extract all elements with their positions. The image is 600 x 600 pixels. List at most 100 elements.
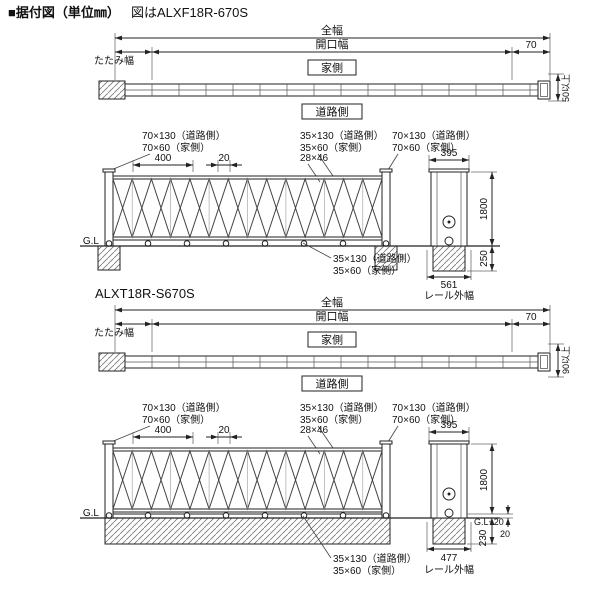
road-side-tag-1: 道路側 bbox=[301, 103, 363, 120]
dim-gap-1: 20 bbox=[206, 153, 242, 172]
footing-depth-label-1: 250 bbox=[479, 250, 490, 267]
elev1-callout-right: 70×130（道路側） 70×60（家側） bbox=[387, 129, 476, 171]
gap-label-2: 20 bbox=[218, 425, 230, 436]
dim-overall-width-2: 全幅 bbox=[115, 295, 550, 313]
ground-label-1: G.L bbox=[83, 236, 100, 247]
dim-rail-outer-1: 561 レール外幅 bbox=[424, 250, 474, 302]
rail-outer-width-label-2: 477 bbox=[441, 553, 458, 564]
end-post-width-label-2: 70 bbox=[525, 312, 537, 323]
page-title: ■据付図（単位㎜） bbox=[8, 5, 120, 20]
height-label-1: 1800 bbox=[479, 197, 490, 220]
section1-elevation: 70×130（道路側） 70×60（家側） 35×130（道路側） 35×60（… bbox=[80, 129, 500, 302]
rail-trench-2 bbox=[104, 517, 391, 545]
road-side-tag-2: 道路側 bbox=[301, 375, 363, 392]
road-side-label-2: 道路側 bbox=[316, 377, 349, 391]
clearance-label-1: 50以上 bbox=[561, 74, 571, 102]
elev2-side-view: 395 1800 G.L+20 20 230 bbox=[424, 420, 513, 576]
dim-end-post-width-1: 70 bbox=[512, 40, 550, 55]
post-section-road-label-2R: 70×130（道路側） bbox=[392, 401, 476, 414]
dim-side-post-width-1: 395 bbox=[428, 148, 470, 169]
post-section-house-label-2R: 70×60（家側） bbox=[392, 413, 460, 426]
side-foundation-2 bbox=[432, 517, 466, 545]
dim-footing-depth-2: 230 bbox=[467, 518, 497, 546]
dim-side-post-width-2: 395 bbox=[428, 420, 470, 441]
overall-width-label-2: 全幅 bbox=[321, 295, 343, 309]
section2-plan-view: 全幅 開口幅 70 たたみ幅 家側 道路側 90以上 bbox=[94, 295, 571, 392]
dim-pitch-2: 400 bbox=[132, 425, 194, 444]
ground-label-2: G.L bbox=[83, 508, 100, 519]
rail-height-label-2: 20 bbox=[500, 529, 510, 539]
section1-plan-view: 全幅 開口幅 70 たたみ幅 家側 道路側 50以上 bbox=[94, 23, 571, 120]
rail-level-label-2: G.L+20 bbox=[474, 517, 504, 527]
rail-outer-caption-1: レール外幅 bbox=[424, 289, 474, 302]
post-section-road-label-1L: 70×130（道路側） bbox=[142, 129, 226, 142]
side-post-width-label-2: 395 bbox=[441, 420, 458, 431]
dim-opening-width-2: 開口幅 bbox=[152, 310, 512, 327]
crosspiece-label-1: 28×46 bbox=[300, 153, 329, 164]
house-side-tag-2: 家側 bbox=[307, 331, 357, 348]
post-section-road-label-2L: 70×130（道路側） bbox=[142, 401, 226, 414]
post-section-road-label-1R: 70×130（道路側） bbox=[392, 129, 476, 142]
road-side-label-1: 道路側 bbox=[316, 105, 349, 119]
bottom-section-road-label-2: 35×130（道路側） bbox=[333, 552, 417, 565]
post-section-house-label-1L: 70×60（家側） bbox=[142, 141, 210, 154]
side-post-width-label-1: 395 bbox=[441, 148, 458, 159]
side-post-2 bbox=[428, 440, 470, 519]
opening-width-label-1: 開口幅 bbox=[316, 38, 349, 51]
post-section-house-label-2L: 70×60（家側） bbox=[142, 413, 210, 426]
elevation-gate-2 bbox=[102, 440, 393, 519]
dim-gap-2: 20 bbox=[206, 425, 242, 444]
elev2-callout-mid: 35×130（道路側） 35×60（家側） bbox=[300, 401, 384, 449]
side-post-1 bbox=[428, 168, 470, 247]
elevation-gate-1 bbox=[102, 168, 393, 247]
dim-overall-width-1: 全幅 bbox=[115, 23, 550, 41]
plan-gate-body-2 bbox=[98, 352, 551, 372]
dim-opening-width-1: 開口幅 bbox=[152, 38, 512, 55]
dim-rail-outer-2: 477 レール外幅 bbox=[424, 522, 474, 576]
house-side-tag-1: 家側 bbox=[307, 59, 357, 76]
footing-right-1 bbox=[374, 245, 398, 271]
side-foundation-1 bbox=[432, 245, 466, 272]
footing-left-1 bbox=[97, 245, 121, 271]
pitch-label-1: 400 bbox=[155, 153, 172, 164]
bottom-section-house-label-2: 35×60（家側） bbox=[333, 564, 401, 577]
footing-depth-label-2: 230 bbox=[478, 529, 489, 546]
dim-pitch-1: 400 bbox=[132, 153, 194, 172]
plan-gate-body-1 bbox=[98, 80, 551, 100]
clearance-label-2: 90以上 bbox=[561, 346, 571, 374]
gap-label-1: 20 bbox=[218, 153, 230, 164]
dim-rail-height-2: 20 bbox=[500, 505, 513, 539]
dim-clearance-2: 90以上 bbox=[548, 343, 571, 378]
dim-height-2: 1800 bbox=[467, 443, 513, 515]
elev2-callout-right: 70×130（道路側） 70×60（家側） bbox=[387, 401, 476, 443]
dim-footing-depth-1: 250 bbox=[467, 246, 497, 272]
section2-elevation: 70×130（道路側） 70×60（家側） 35×130（道路側） 35×60（… bbox=[80, 401, 513, 577]
dim-end-post-width-2: 70 bbox=[512, 312, 550, 327]
lattice-section-road-label-1: 35×130（道路側） bbox=[300, 129, 384, 142]
lattice-section-house-label-1: 35×60（家側） bbox=[300, 141, 368, 154]
section2-model-title: ALXT18R-S670S bbox=[95, 286, 195, 301]
pitch-label-2: 400 bbox=[155, 425, 172, 436]
dim-height-1: 1800 bbox=[471, 171, 497, 246]
height-label-2: 1800 bbox=[479, 468, 490, 491]
opening-width-label-2: 開口幅 bbox=[316, 310, 349, 323]
elev1-callout-mid: 35×130（道路側） 35×60（家側） bbox=[300, 129, 384, 177]
dim-clearance-1: 50以上 bbox=[548, 73, 571, 102]
bottom-section-road-label-1: 35×130（道路側） bbox=[333, 252, 417, 265]
rail-outer-caption-2: レール外幅 bbox=[424, 563, 474, 576]
page-caption: 図はALXF18R-670S bbox=[131, 5, 248, 20]
elev1-callout-bottom: 35×130（道路側） 35×60（家側） bbox=[302, 242, 417, 277]
end-post-width-label-1: 70 bbox=[525, 40, 537, 51]
elev2-callout-left: 70×130（道路側） 70×60（家側） bbox=[110, 401, 226, 443]
lattice-section-road-label-2: 35×130（道路側） bbox=[300, 401, 384, 414]
elev1-callout-left: 70×130（道路側） 70×60（家側） bbox=[110, 129, 226, 171]
overall-width-label-1: 全幅 bbox=[321, 23, 343, 37]
dim-folding-width-1: たたみ幅 bbox=[94, 49, 152, 67]
lattice-section-house-label-2: 35×60（家側） bbox=[300, 413, 368, 426]
header: ■据付図（単位㎜） 図はALXF18R-670S bbox=[8, 5, 248, 20]
folding-width-label-1: たたみ幅 bbox=[94, 54, 134, 67]
crosspiece-label-2: 28×46 bbox=[300, 425, 329, 436]
rail-outer-width-label-1: 561 bbox=[441, 280, 458, 291]
